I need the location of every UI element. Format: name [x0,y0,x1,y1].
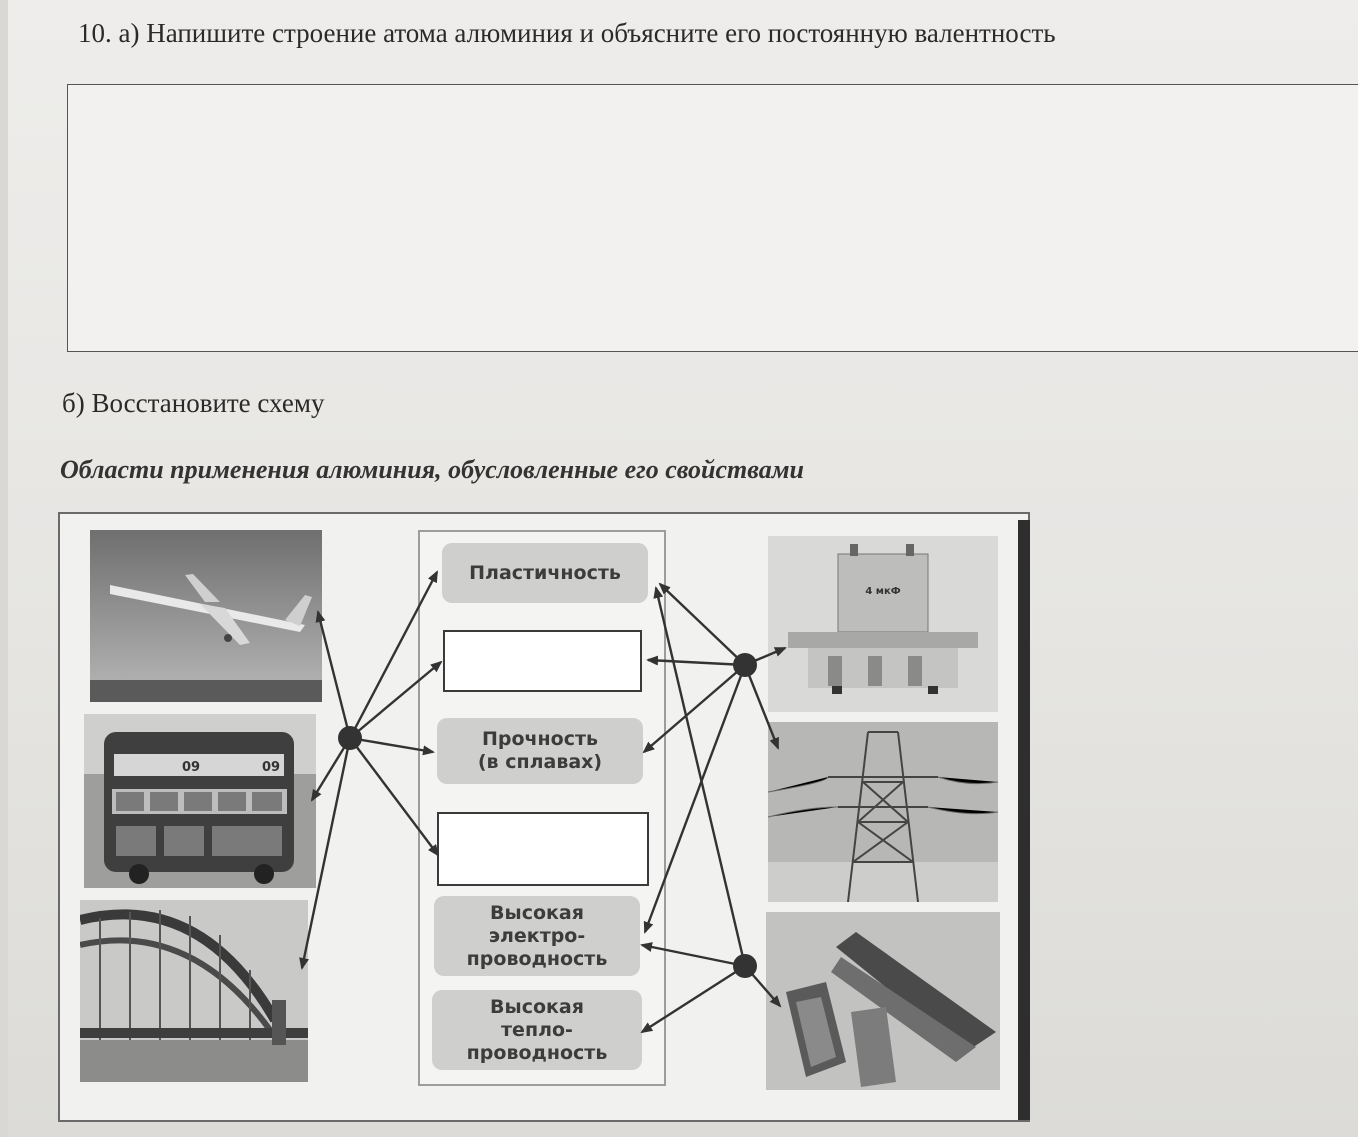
foil-icon [766,912,1000,1090]
question-a-text: а) Напишите строение атома алюминия и об… [118,18,1056,48]
foil-photo [766,912,1000,1090]
arrow-hub-to-bridge [299,737,352,970]
question-number: 10. [78,18,112,48]
bridge-photo [80,900,308,1082]
property-electrical-conductivity: Высокая электро- проводность [434,896,640,976]
arrow-hub-to-plasticity [348,570,439,739]
capacitor-photo: 4 мкФ [768,536,998,712]
airplane-icon [90,530,322,702]
arrow-rhub2-to-electrical [640,942,746,968]
arrow-rhub2-to-thermal [640,964,746,1034]
arrow-rhub1-to-electrical [643,664,747,934]
bridge-icon [80,900,308,1082]
arrow-hub-to-bus [310,737,352,802]
property-electrical-conductivity-label: Высокая электро- проводность [466,901,608,970]
hub-right-lower [733,954,757,978]
arrow-rhub1-to-plasticity [658,582,746,666]
blank-property-2[interactable] [437,812,649,886]
bus-icon: 09 09 [84,714,316,888]
question-10b: б) Восстановите схему [62,388,325,418]
arrow-hub-to-airplane [315,610,352,739]
scheme-frame-shadow [1018,520,1030,1120]
blank-property-1[interactable] [443,630,642,692]
property-plasticity-label: Пластичность [469,561,621,584]
scheme-title: Области применения алюминия, обусловленн… [60,455,804,484]
arrow-rhub2-to-plasticity [653,586,747,967]
arrow-rhub1-to-pylon [743,664,780,750]
capacitor-icon: 4 мкФ [768,536,998,712]
hub-right-upper [733,653,757,677]
property-thermal-conductivity-label: Высокая тепло- проводность [466,995,608,1064]
power-pylon-photo [768,722,998,902]
property-strength: Прочность (в сплавах) [437,718,643,784]
bus-photo: 09 09 [84,714,316,888]
arrow-rhub1-to-blank-1 [646,655,746,667]
power-pylon-icon [768,722,998,902]
property-plasticity: Пластичность [442,543,648,603]
question-10a: 10. а) Напишите строение атома алюминия … [78,18,1056,49]
arrow-hub-to-blank-1 [349,660,443,739]
airplane-photo [90,530,322,702]
bus-number-1: 09 [182,760,200,775]
property-thermal-conductivity: Высокая тепло- проводность [432,990,642,1070]
hub-left [338,726,362,750]
answer-box-a[interactable] [67,84,1358,352]
arrow-rhub1-to-strength [642,664,746,754]
capacitor-label: 4 мкФ [865,586,900,597]
arrow-hub-to-blank-2 [349,737,440,857]
property-strength-label: Прочность (в сплавах) [477,728,603,773]
bus-number-2: 09 [262,760,280,775]
arrow-hub-to-strength [349,736,435,756]
